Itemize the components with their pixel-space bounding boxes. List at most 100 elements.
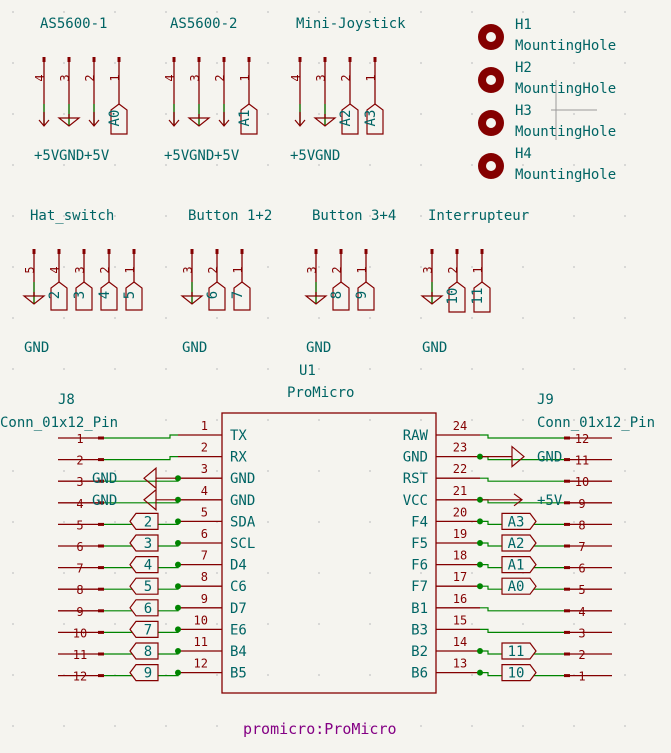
grid-dot <box>63 368 65 370</box>
grid-dot <box>12 368 14 370</box>
j9-pin-tip <box>564 458 570 462</box>
mcu-pin-name: F5 <box>411 536 428 552</box>
grid-dot <box>318 11 320 13</box>
mcu-pin-number: 6 <box>201 527 208 541</box>
j9-pin-tip <box>564 479 570 483</box>
grid-dot <box>471 317 473 319</box>
grid-dot <box>12 623 14 625</box>
grid-dot <box>420 62 422 64</box>
connector-ref: Mini-Joystick <box>296 16 406 32</box>
pin-head <box>57 249 61 254</box>
grid-dot <box>216 623 218 625</box>
grid-dot <box>12 266 14 268</box>
pin-number: 1 <box>108 74 122 81</box>
grid-dot <box>573 62 575 64</box>
grid-dot <box>114 572 116 574</box>
grid-dot <box>624 674 626 676</box>
junction <box>477 453 483 460</box>
grid-dot <box>63 725 65 727</box>
j8-pin-tip <box>98 587 104 591</box>
j9-pin-tip <box>564 436 570 440</box>
grid-dot <box>522 725 524 727</box>
net-label-box <box>129 512 159 531</box>
pin-number: 3 <box>188 74 202 81</box>
net-label-text: A0 <box>107 110 123 127</box>
grid-dot <box>12 572 14 574</box>
grid-dot <box>573 11 575 13</box>
pin-head <box>190 249 194 254</box>
net-label-text: 6 <box>205 291 221 299</box>
j9-pin-number: 1 <box>578 670 585 684</box>
grid-dot <box>420 521 422 523</box>
grid-dot <box>522 266 524 268</box>
grid-dot <box>573 215 575 217</box>
junction <box>175 540 181 546</box>
net-label-box <box>501 512 537 531</box>
pin-number: 1 <box>471 266 485 273</box>
grid-dot <box>624 419 626 421</box>
grid-dot <box>267 674 269 676</box>
grid-dot <box>216 113 218 115</box>
hole-value: MountingHole <box>515 124 616 140</box>
promicro-symbol: U1ProMicropromicro:ProMicro1TX2RX3GND4GN… <box>178 363 480 738</box>
mcu-pin-number: 22 <box>453 462 467 476</box>
grid-dot <box>12 317 14 319</box>
grid-dot <box>165 419 167 421</box>
mcu-pin-name: B5 <box>230 666 247 682</box>
grid-dot <box>12 725 14 727</box>
grid-dot <box>165 521 167 523</box>
pin-head <box>339 249 343 254</box>
grid-dot <box>165 317 167 319</box>
hole-value: MountingHole <box>515 38 616 54</box>
j9-pin-tip <box>564 674 570 678</box>
grid-dot <box>573 266 575 268</box>
grid-dot <box>522 11 524 13</box>
junction <box>175 475 181 482</box>
mcu-pin-number: 17 <box>453 570 467 584</box>
grid-dot <box>471 266 473 268</box>
grid-dot <box>318 164 320 166</box>
j8-pin-tip <box>98 652 104 656</box>
grid-dot <box>624 164 626 166</box>
j8-value: Conn_01x12_Pin <box>0 415 118 431</box>
junction <box>477 540 483 546</box>
mcu-pin-name: SCL <box>230 536 255 552</box>
grid-dot <box>63 113 65 115</box>
j8-pin-number: 6 <box>76 540 83 554</box>
pin-number: 1 <box>364 74 378 81</box>
pin-head <box>455 249 459 254</box>
pin-head <box>323 57 327 62</box>
grid-dot <box>267 470 269 472</box>
net-label-box <box>129 599 159 617</box>
grid-dot <box>216 572 218 574</box>
grid-dot <box>165 11 167 13</box>
grid-dot <box>522 62 524 64</box>
mcu-pin-number: 1 <box>201 419 208 433</box>
grid-dot <box>369 572 371 574</box>
junction <box>477 561 483 568</box>
mcu-pin-name: C6 <box>230 579 247 595</box>
mcu-pin-name: F7 <box>411 579 428 595</box>
grid-dot <box>165 623 167 625</box>
gnd-text: GND <box>59 148 84 164</box>
grid-dot <box>522 419 524 421</box>
hole-drill <box>486 75 496 85</box>
grid-dot <box>114 317 116 319</box>
grid-dot <box>471 470 473 472</box>
grid-dot <box>624 11 626 13</box>
net-label-box <box>100 281 118 311</box>
j9-wire <box>480 628 564 634</box>
net-label-text: 9 <box>354 291 370 299</box>
grid-dot <box>267 521 269 523</box>
j8-pin-tip <box>98 674 104 678</box>
gnd-symbol <box>482 445 525 468</box>
grid-dot <box>216 215 218 217</box>
mcu-pin-name: RX <box>230 450 247 466</box>
pin-head <box>67 57 71 62</box>
j9-pin-number: 2 <box>578 648 585 662</box>
grid-dot <box>471 725 473 727</box>
mcu-pin-name: D7 <box>230 601 247 617</box>
net-label-box <box>473 281 491 313</box>
